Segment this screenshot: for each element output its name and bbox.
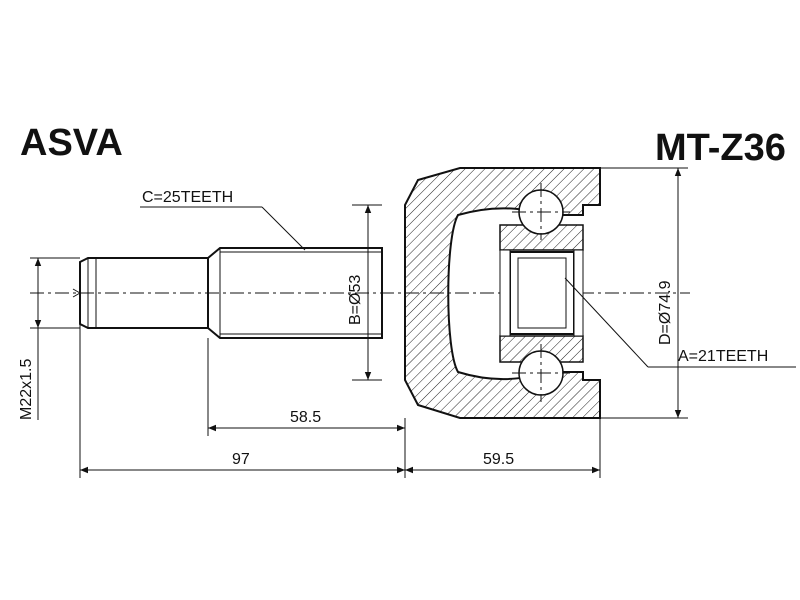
- brand-title: ASVA: [20, 122, 123, 164]
- length-97-label: 97: [232, 451, 250, 468]
- dim-thread: M22x1.5: [18, 257, 80, 420]
- dim-overall: 97 59.5: [79, 324, 601, 478]
- thread-label: M22x1.5: [18, 359, 35, 420]
- inner-race: [499, 224, 584, 363]
- dim-diameter-b: B=Ø53: [347, 204, 382, 381]
- dim-diameter-d: D=Ø74.9: [600, 167, 688, 419]
- splined-shaft: [207, 247, 383, 339]
- spline-inner-label: A=21TEETH: [678, 348, 768, 365]
- shaft-length-label: 58.5: [290, 409, 321, 426]
- diameter-d-label: D=Ø74.9: [657, 280, 674, 345]
- spline-shaft-label: C=25TEETH: [142, 189, 233, 206]
- ball-upper: [512, 183, 570, 240]
- dim-shaft-length: 58.5: [207, 338, 406, 478]
- ball-lower: [512, 344, 570, 402]
- leader-c: C=25TEETH: [140, 189, 306, 251]
- part-number: MT-Z36: [655, 127, 786, 169]
- length-595-label: 59.5: [483, 451, 514, 468]
- diameter-b-label: B=Ø53: [347, 275, 364, 325]
- leader-a: A=21TEETH: [564, 277, 796, 368]
